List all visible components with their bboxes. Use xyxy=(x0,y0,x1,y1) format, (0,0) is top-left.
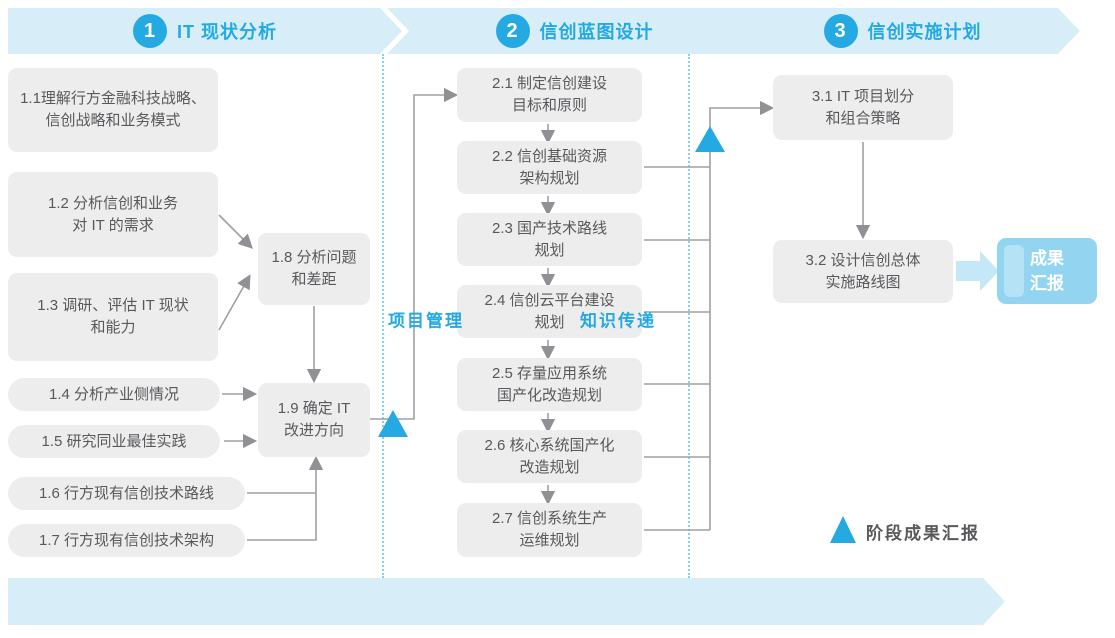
result-report-box: 成果 汇报 xyxy=(997,238,1097,304)
legend-label: 阶段成果汇报 xyxy=(866,524,980,543)
phase-banner-3: 3 信创实施计划 xyxy=(703,8,1080,54)
task-box-2-4: 2.4 信创云平台建设 规划 xyxy=(457,285,642,338)
task-box-2-6: 2.6 核心系统国产化 改造规划 xyxy=(457,430,642,483)
phase-1-title: IT 现状分析 xyxy=(177,22,277,42)
task-box-2-5: 2.5 存量应用系统 国产化改造规划 xyxy=(457,358,642,411)
phase-3-number-badge: 3 xyxy=(824,14,858,48)
task-box-2-3: 2.3 国产技术路线 规划 xyxy=(457,213,642,266)
task-box-1-3: 1.3 调研、评估 IT 现状 和能力 xyxy=(8,273,218,361)
phase-separator-1 xyxy=(382,54,384,578)
task-box-1-6: 1.6 行方现有信创技术路线 xyxy=(8,477,245,510)
phase-1-number-badge: 1 xyxy=(133,14,167,48)
phase-banner-1: 1 IT 现状分析 xyxy=(8,8,402,54)
task-box-2-2: 2.2 信创基础资源 架构规划 xyxy=(457,141,642,194)
milestone-triangle-phase2 xyxy=(695,126,725,152)
task-box-1-5: 1.5 研究同业最佳实践 xyxy=(8,425,220,458)
result-arrow-shaft xyxy=(956,261,980,281)
task-box-2-1: 2.1 制定信创建设 目标和原则 xyxy=(457,68,642,122)
task-box-3-2: 3.2 设计信创总体 实施路线图 xyxy=(773,240,953,303)
task-box-1-2: 1.2 分析信创和业务 对 IT 的需求 xyxy=(8,172,218,257)
task-box-1-9: 1.9 确定 IT 改进方向 xyxy=(258,383,370,457)
phase-3-title: 信创实施计划 xyxy=(867,22,982,42)
legend-triangle xyxy=(830,516,856,543)
phase-separator-2 xyxy=(688,54,690,578)
phase-banner-2: 2 信创蓝图设计 xyxy=(387,8,740,54)
task-box-1-4: 1.4 分析产业侧情况 xyxy=(8,378,220,411)
task-box-1-1: 1.1理解行方金融科技战略、 信创战略和业务模式 xyxy=(8,68,218,152)
task-box-2-7: 2.7 信创系统生产 运维规划 xyxy=(457,503,642,557)
phase-2-title: 信创蓝图设计 xyxy=(539,22,654,42)
footer-label-knowledge-transfer: 知识传递 xyxy=(580,311,656,331)
result-arrow-icon xyxy=(980,251,999,291)
task-box-1-8: 1.8 分析问题 和差距 xyxy=(258,233,370,305)
task-box-1-7: 1.7 行方现有信创技术架构 xyxy=(8,524,245,557)
footer-label-project-management: 项目管理 xyxy=(388,311,464,331)
footer-banner xyxy=(8,578,1005,625)
task-box-3-1: 3.1 IT 项目划分 和组合策略 xyxy=(773,75,953,140)
phase-2-number-badge: 2 xyxy=(496,14,530,48)
